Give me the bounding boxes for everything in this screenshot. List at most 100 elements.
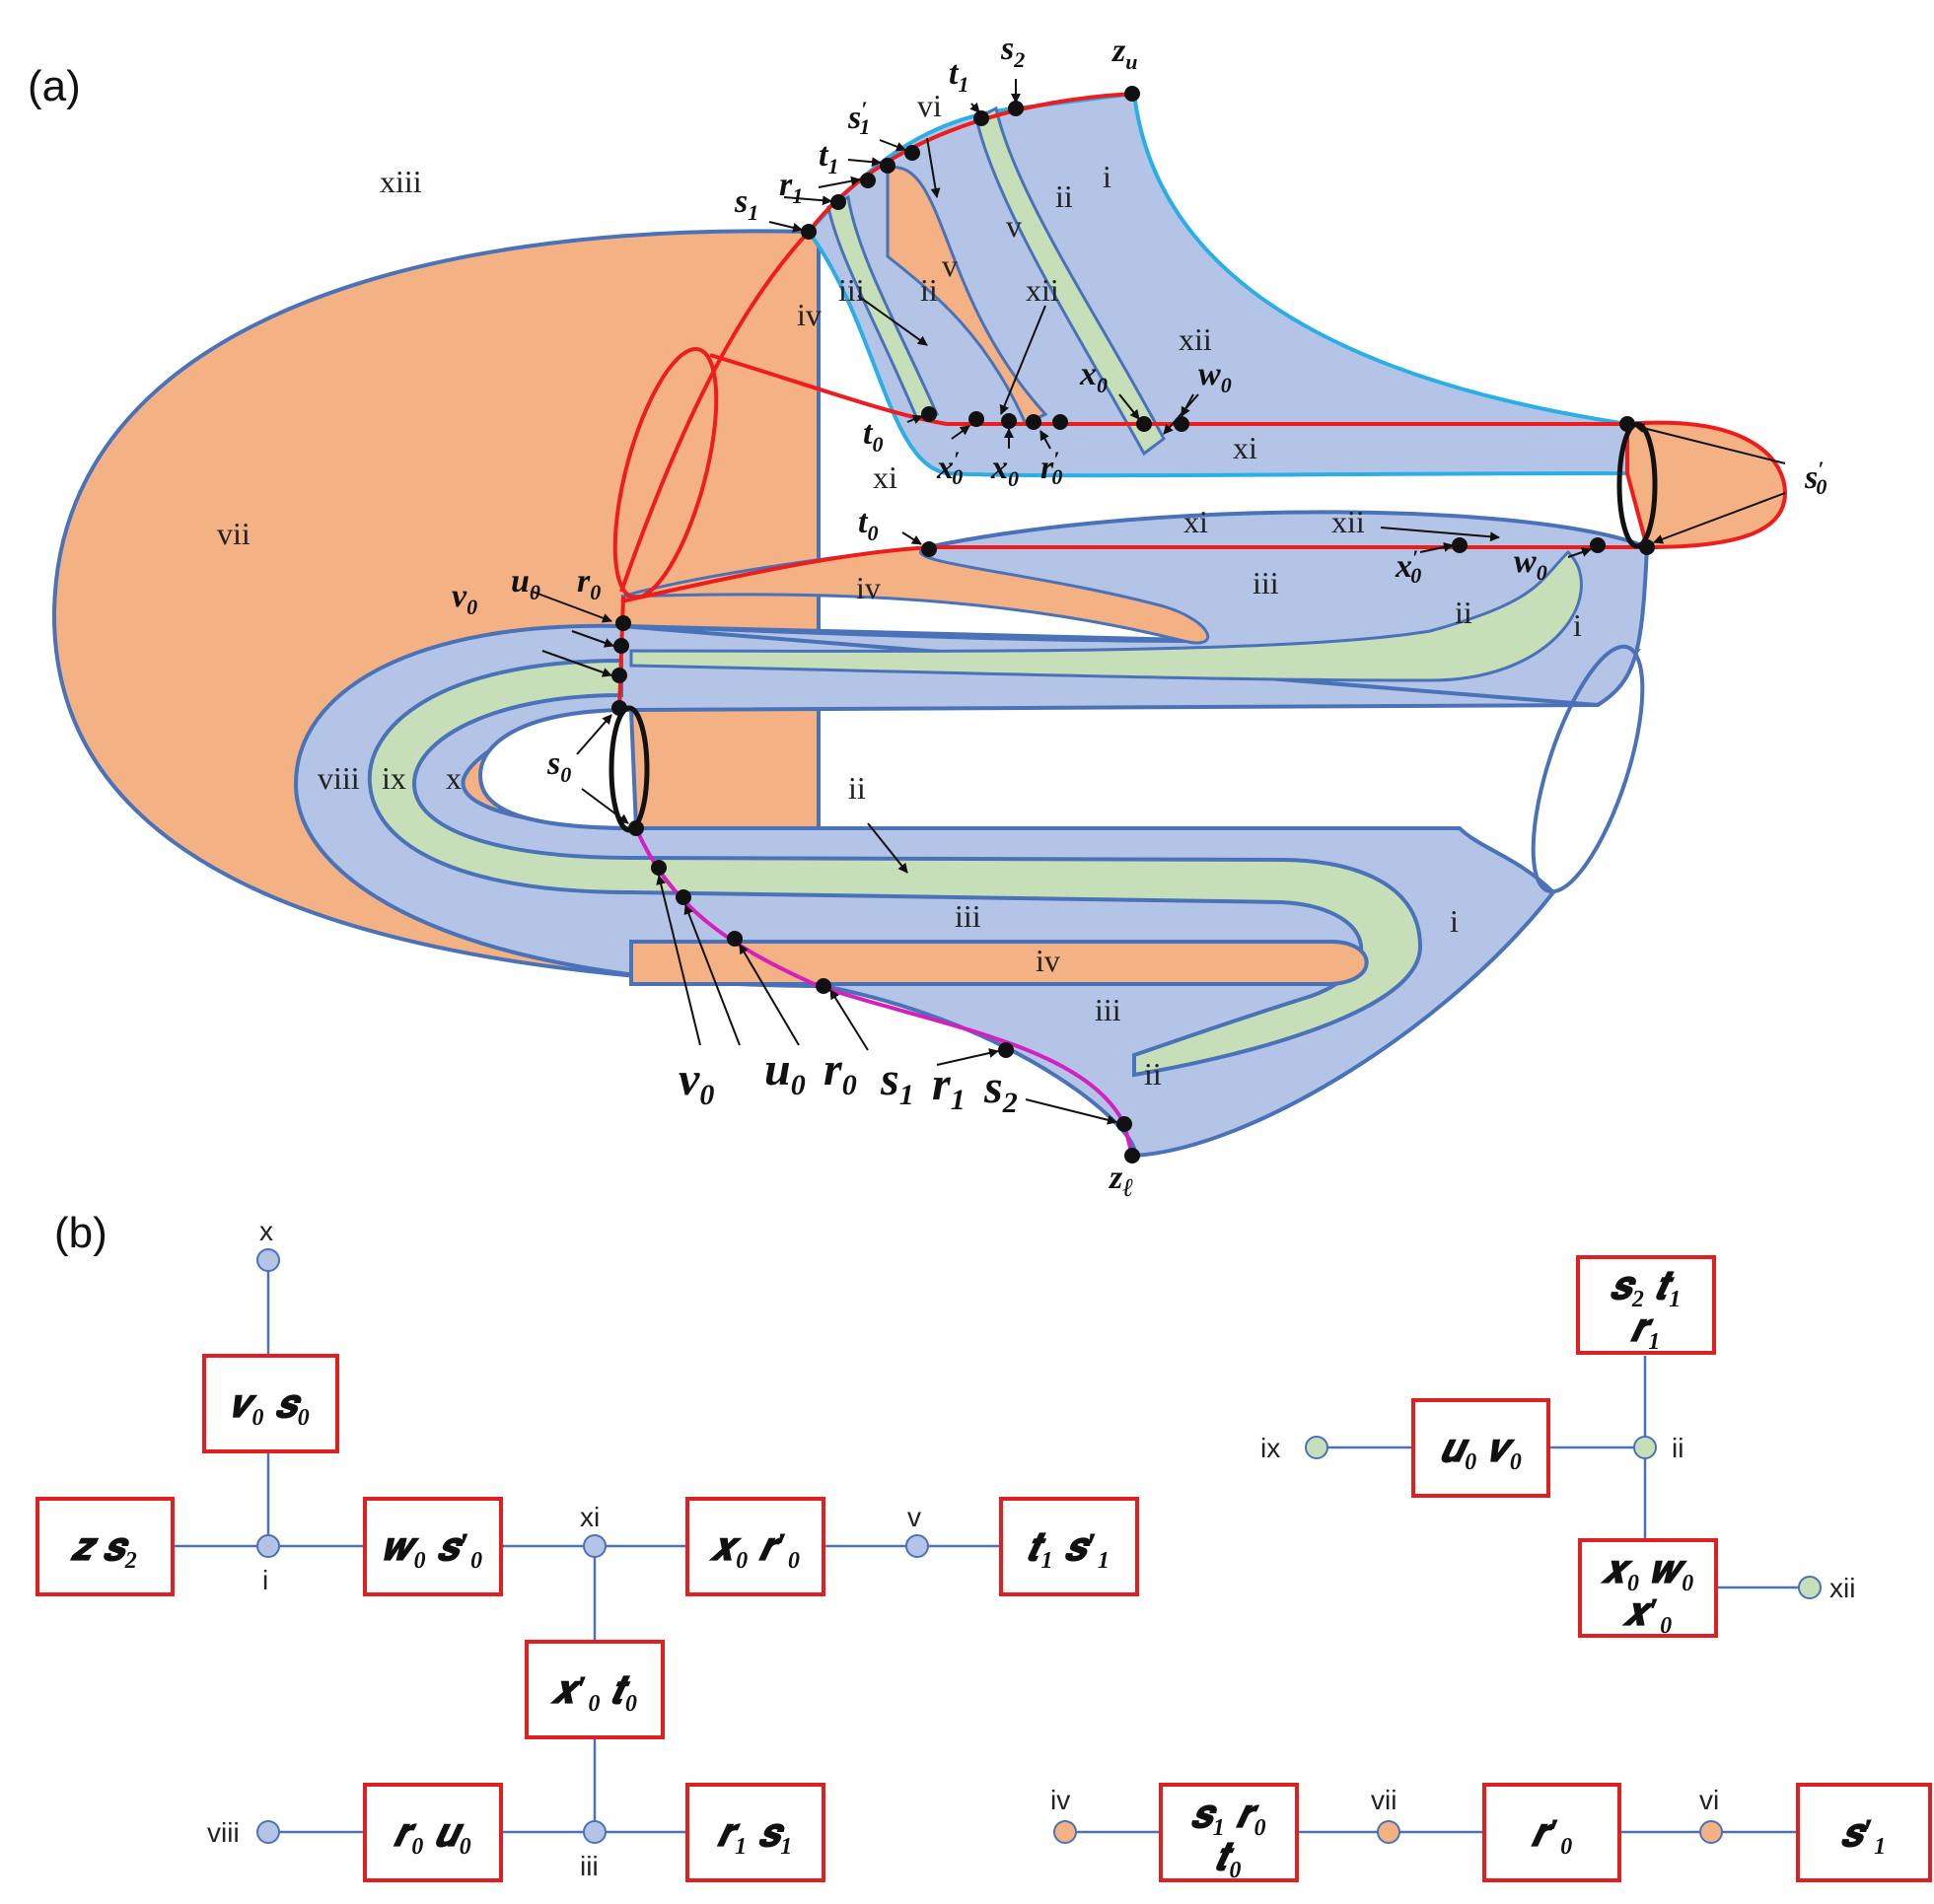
label-x: x xyxy=(446,760,462,796)
box-v0-s0 xyxy=(202,1354,339,1453)
point-v0-lower xyxy=(651,860,667,876)
point-r1-top xyxy=(830,194,846,210)
label-iv-top: iv xyxy=(797,297,822,332)
point-w0-lower xyxy=(1590,537,1606,553)
label-w0-right: w0 xyxy=(1198,356,1232,397)
node-label-iv: iv xyxy=(1050,1785,1070,1815)
label-v-top: v xyxy=(1006,208,1022,244)
label-vi-top: vi xyxy=(917,88,942,123)
sequence-s1: s1 xyxy=(880,1053,914,1111)
marked-points xyxy=(611,86,1655,1164)
box-s1p-text: 𝒔′₁ xyxy=(1840,1810,1887,1855)
label-xi-lower: xi xyxy=(1183,504,1208,539)
label-r0p-upper: r′0 xyxy=(1040,447,1062,489)
label-xii-top: xii xyxy=(1026,272,1059,308)
box-x0-r0p xyxy=(685,1497,825,1596)
point-t1-third xyxy=(860,173,876,188)
point-w0-right xyxy=(1174,416,1189,432)
node-xii xyxy=(1798,1576,1822,1599)
label-ii-mid: ii xyxy=(920,272,938,308)
sequence-s2: s2 xyxy=(983,1061,1018,1119)
box-x0p-t0-text: 𝒙′₀ 𝒕₀ xyxy=(549,1667,638,1712)
point-s0-top xyxy=(611,700,627,716)
box-t1-s1p-text: 𝒕₁ 𝒔′₁ xyxy=(1028,1524,1111,1569)
label-iii-upper-band: iii xyxy=(1253,565,1279,600)
box-r0-u0-text: 𝒓₀ 𝒖₀ xyxy=(393,1810,472,1855)
box-s1p xyxy=(1796,1783,1932,1882)
pointer-arrows xyxy=(532,79,1786,1125)
label-t0-upper: t0 xyxy=(863,415,883,457)
box-r1-s1-text: 𝒓₁ 𝒔₁ xyxy=(716,1810,794,1855)
point-s2-lower xyxy=(1116,1116,1132,1132)
node-v xyxy=(905,1534,929,1558)
box-z-s2 xyxy=(36,1497,175,1596)
red-mid-line-lower xyxy=(620,545,1647,603)
point-u0-lower xyxy=(676,889,691,905)
label-x0-upper: x0 xyxy=(990,450,1019,491)
point-s0p-top xyxy=(1619,416,1635,432)
label-i-upper-band: i xyxy=(1573,607,1582,643)
point-r0p-upper xyxy=(1026,414,1041,430)
label-iv-lower-band: iv xyxy=(1036,943,1060,978)
node-label-vi: vi xyxy=(1699,1785,1719,1815)
label-xii-lower: xii xyxy=(1331,504,1365,539)
label-s1-top: s1 xyxy=(734,183,758,225)
label-s1p-top: s′1 xyxy=(847,97,870,139)
right-blue-loop xyxy=(1531,644,1645,894)
label-iii-top: iii xyxy=(838,272,865,308)
point-xtra-upper xyxy=(1052,414,1068,430)
point-s1p-top xyxy=(904,145,920,161)
point-z-u xyxy=(1124,86,1140,102)
region-iv-lower-tongue xyxy=(629,940,1369,986)
panel-b-label: (b) xyxy=(54,1209,107,1257)
box-s1-r0-t0 xyxy=(1159,1783,1299,1882)
node-vi xyxy=(1699,1820,1723,1844)
box-s2-t1-line2: 𝒓₁ xyxy=(1629,1305,1662,1350)
node-xi xyxy=(583,1534,607,1558)
box-u0-v0-text: 𝒖₀ 𝒗₀ xyxy=(1440,1426,1523,1470)
label-x0p-lower: x′0 xyxy=(1395,545,1421,588)
point-z-l xyxy=(1124,1148,1140,1164)
region-ix-band xyxy=(367,658,1423,1078)
sequence-r1: r1 xyxy=(932,1058,966,1116)
point-x0-right xyxy=(1136,416,1152,432)
graph-boxes: 𝒗₀ 𝒔₀ 𝒛 𝒔₂ 𝒘₀ 𝒔′₀ 𝒙₀ 𝒓′₀ 𝒕₁ 𝒔′₁ 𝒙′₀ 𝒕₀ 𝒓… xyxy=(36,1255,1932,1882)
label-r1-top: r1 xyxy=(779,167,803,208)
label-x0p-upper: x′0 xyxy=(936,447,963,489)
point-t1-second xyxy=(880,158,895,174)
label-xi-left: xi xyxy=(873,459,897,495)
node-label-vii: vii xyxy=(1371,1785,1397,1815)
label-s0: s0 xyxy=(546,745,571,787)
region-v-orange xyxy=(886,166,1048,427)
node-label-v: v xyxy=(907,1502,921,1532)
box-u0-v0 xyxy=(1411,1398,1550,1498)
node-label-x: x xyxy=(259,1216,273,1246)
label-vii: vii xyxy=(217,516,251,551)
box-s1-r0-line1: 𝒔₁ 𝒓₀ xyxy=(1190,1792,1267,1836)
node-label-ix: ix xyxy=(1260,1433,1280,1463)
box-v0-s0-text: 𝒗₀ 𝒔₀ xyxy=(230,1381,311,1426)
label-i-top: i xyxy=(1103,159,1111,194)
node-label-iii: iii xyxy=(580,1851,599,1881)
node-ix xyxy=(1305,1436,1328,1459)
label-t1-top: t1 xyxy=(949,55,968,97)
label-iii-lowest: iii xyxy=(1095,992,1121,1027)
point-r0-lower xyxy=(727,931,743,947)
box-x0-r0p-text: 𝒙₀ 𝒓′₀ xyxy=(708,1524,801,1569)
label-t1-second: t1 xyxy=(819,137,838,178)
label-s0p-right: s′0 xyxy=(1804,457,1827,499)
label-viii: viii xyxy=(318,760,360,796)
label-r0-upper: r0 xyxy=(577,563,601,604)
graph-node-labels: x i xi v iii viii ix ii xii iv vii vi xyxy=(207,1216,1855,1881)
box-w0-s0p-text: 𝒘₀ 𝒔′₀ xyxy=(383,1524,484,1569)
region-green-strip-upper xyxy=(974,106,1166,457)
node-label-ii: ii xyxy=(1672,1433,1683,1463)
point-s0p-bottom xyxy=(1639,539,1655,555)
box-x0-w0-line2: 𝒙′₀ xyxy=(1621,1589,1674,1634)
label-z-u: zu xyxy=(1111,33,1137,74)
node-label-i: i xyxy=(262,1565,268,1595)
point-labels: zu s2 t1 s′1 t1 r1 s1 x0 w0 t0 x′0 x0 r′… xyxy=(452,31,1827,1202)
sequence-r0: r0 xyxy=(824,1043,857,1101)
